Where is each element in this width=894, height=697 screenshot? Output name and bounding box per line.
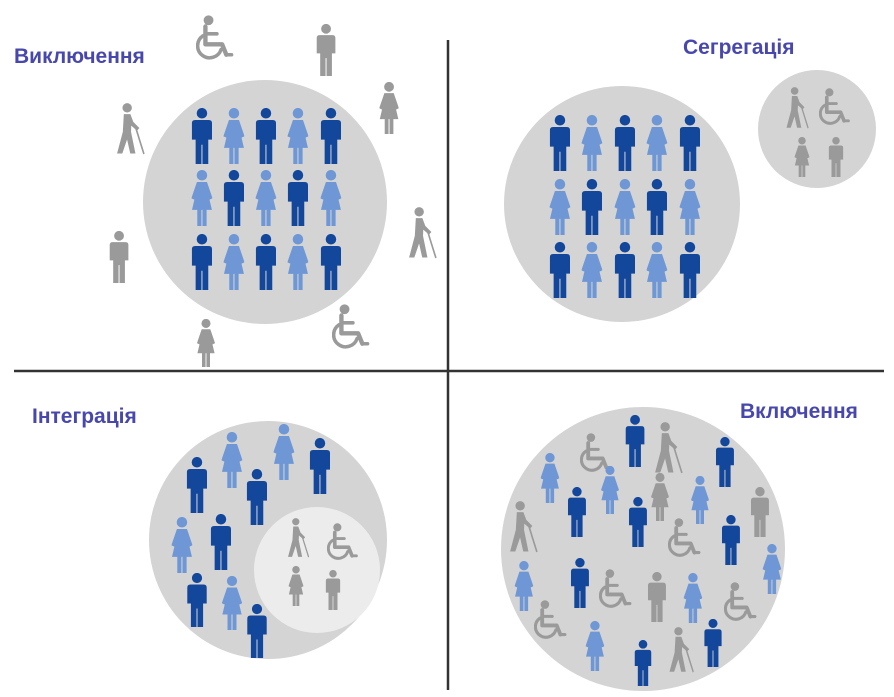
segregation-quadrant <box>504 70 876 322</box>
wheelchair-user-icon <box>334 305 368 347</box>
integrated-subgroup-circle <box>254 507 380 633</box>
wheelchair-user-icon <box>198 16 232 58</box>
man-icon <box>109 231 129 283</box>
integration-title: Інтеграція <box>32 405 137 428</box>
blind-person-with-cane-icon <box>116 103 145 155</box>
woman-icon <box>197 319 215 367</box>
integration-quadrant <box>149 421 387 659</box>
exclusion-title: Виключення <box>14 45 145 68</box>
exclusion-quadrant <box>109 16 437 367</box>
woman-icon <box>379 82 399 134</box>
man-icon <box>316 24 336 76</box>
inclusion-title: Включення <box>740 400 858 423</box>
blind-person-with-cane-icon <box>408 207 437 259</box>
inclusion-quadrant <box>501 407 785 691</box>
separate-group-circle <box>758 70 876 188</box>
segregation-title: Сегрегація <box>683 36 795 59</box>
